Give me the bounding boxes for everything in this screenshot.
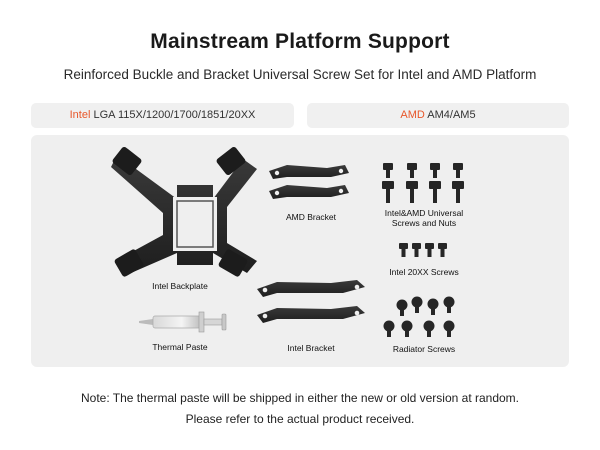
note-line-2: Please refer to the actual product recei…	[185, 412, 415, 426]
intel-backplate-label: Intel Backplate	[152, 281, 208, 291]
intel-platform-tab: Intel LGA 115X/1200/1700/1851/20XX	[31, 103, 294, 128]
intel-sockets-label: LGA 115X/1200/1700/1851/20XX	[93, 109, 256, 121]
page-subtitle: Reinforced Buckle and Bracket Universal …	[63, 67, 537, 82]
radiator-screws-label: Radiator Screws	[392, 344, 456, 354]
intel-20xx-screws-label: Intel 20XX Screws	[389, 267, 459, 277]
intel-backplate-icon	[111, 146, 257, 277]
amd-platform-tab: AMD AM4/AM5	[307, 103, 569, 128]
amd-brand-label: AMD	[400, 109, 425, 121]
intel-20xx-screws-icon	[399, 243, 447, 257]
universal-screws-label-line2: Screws and Nuts	[391, 218, 457, 228]
amd-bracket-icon	[269, 165, 349, 199]
accessories-illustration	[111, 146, 464, 337]
thermal-paste-label: Thermal Paste	[152, 342, 208, 352]
amd-sockets-label: AM4/AM5	[427, 109, 476, 121]
universal-screws-icon	[382, 163, 464, 203]
page-title: Mainstream Platform Support	[150, 30, 450, 53]
intel-bracket-label: Intel Bracket	[287, 343, 335, 353]
intel-brand-label: Intel	[69, 109, 91, 121]
universal-screws-label-line1: Intel&AMD Universal	[384, 208, 464, 218]
accessories-panel: Intel Backplate Thermal Paste AMD Bracke…	[31, 135, 569, 367]
note-line-1: Note: The thermal paste will be shipped …	[80, 391, 520, 405]
intel-bracket-icon	[257, 280, 365, 323]
radiator-screws-icon	[383, 296, 455, 337]
thermal-paste-icon	[139, 311, 227, 333]
amd-bracket-label: AMD Bracket	[285, 212, 337, 222]
